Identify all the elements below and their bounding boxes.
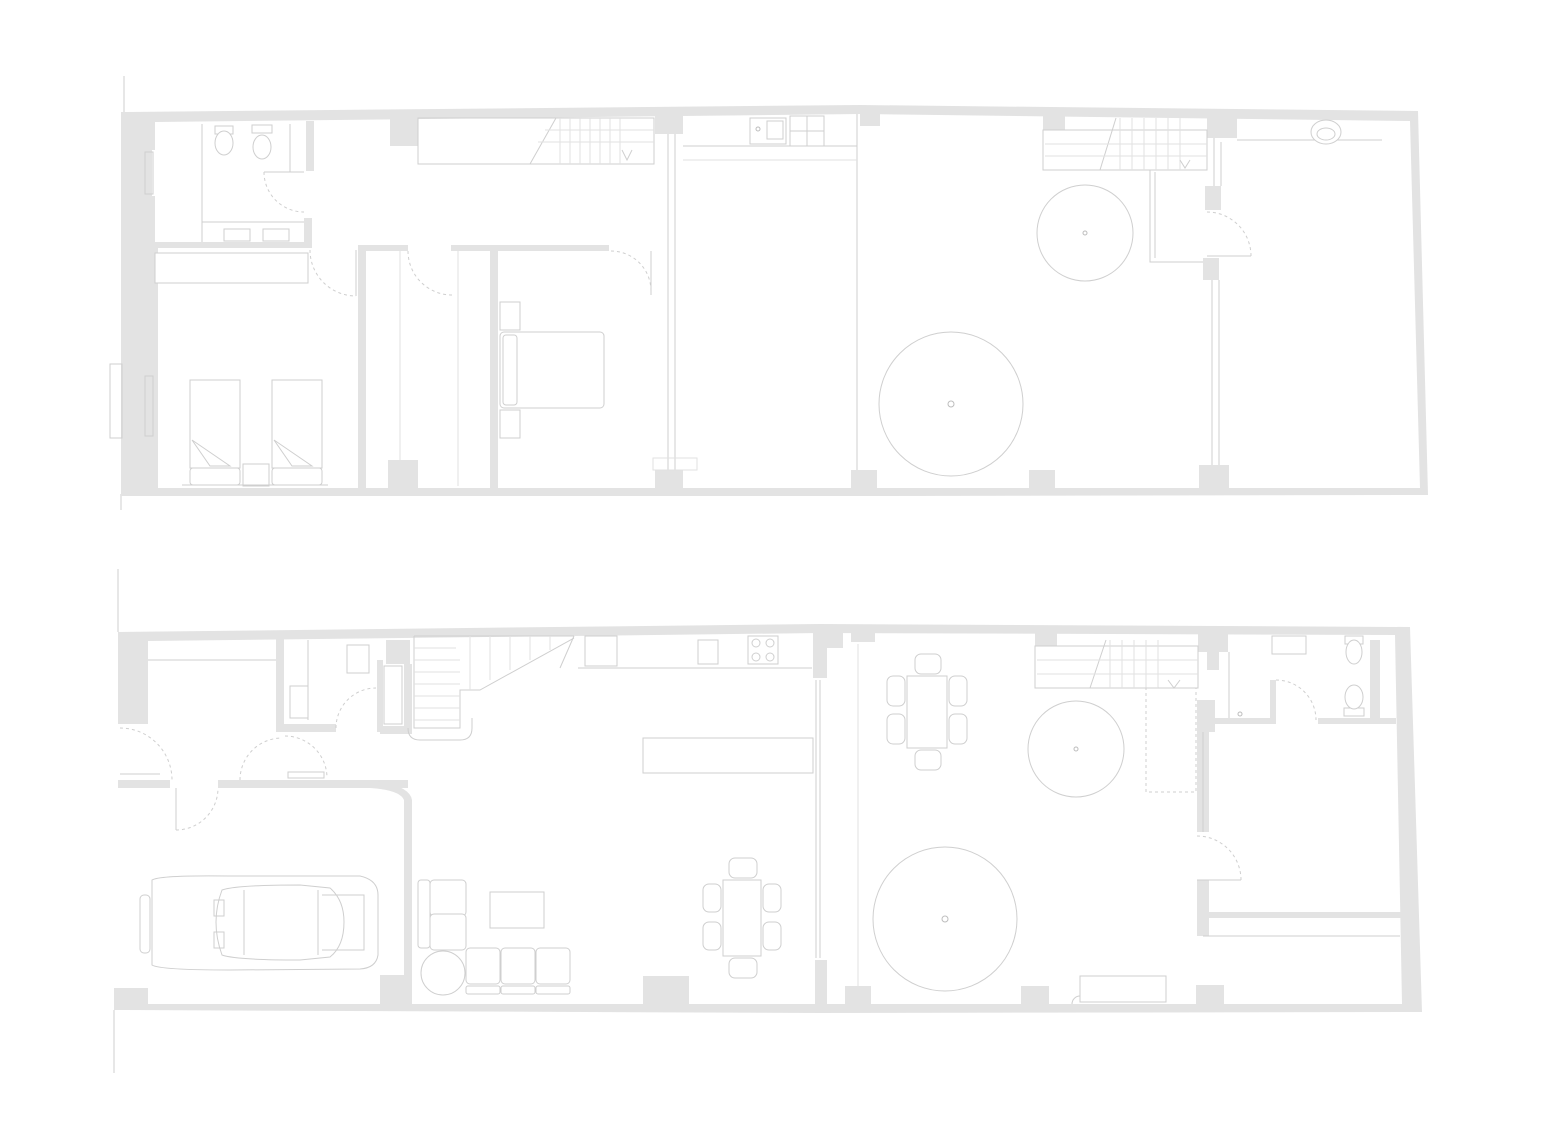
upper-bathroom [201, 124, 305, 242]
dining-table-icon [886, 653, 968, 771]
bed-icon [189, 379, 241, 486]
ground-exterior-walls [114, 624, 1422, 1013]
round-table-icon [878, 331, 1024, 477]
toilet-icon [1343, 684, 1365, 717]
bed-icon [271, 379, 323, 486]
ground-interior-walls [118, 628, 1401, 1005]
upper-exterior-walls [121, 105, 1428, 496]
upper-interior-walls [152, 112, 1237, 490]
twin-bedroom [154, 252, 328, 487]
stair-ground-right [1034, 639, 1199, 793]
dining-table-icon [702, 857, 782, 979]
cooktop-icon [747, 635, 779, 665]
washbasin-icon [1310, 119, 1342, 145]
stair-ground-left [407, 635, 575, 741]
round-table-icon [872, 846, 1018, 992]
bidet-icon [214, 125, 234, 156]
stair-upper-right [1042, 117, 1208, 263]
coffee-table [489, 891, 545, 929]
ground-floor-plan [113, 569, 1422, 1073]
sofa-icon [417, 879, 571, 996]
double-bed-icon [499, 301, 605, 439]
upper-floor-plan [109, 76, 1428, 510]
round-table-icon [1027, 700, 1125, 798]
sink-icon [749, 115, 825, 147]
round-table-icon [1036, 184, 1134, 282]
bidet-icon [1344, 635, 1364, 665]
ground-bathroom [1228, 635, 1365, 721]
toilet-icon [251, 124, 273, 160]
kitchen-counter [578, 635, 814, 774]
stair-upper-left [417, 117, 655, 165]
car-icon [139, 875, 379, 971]
